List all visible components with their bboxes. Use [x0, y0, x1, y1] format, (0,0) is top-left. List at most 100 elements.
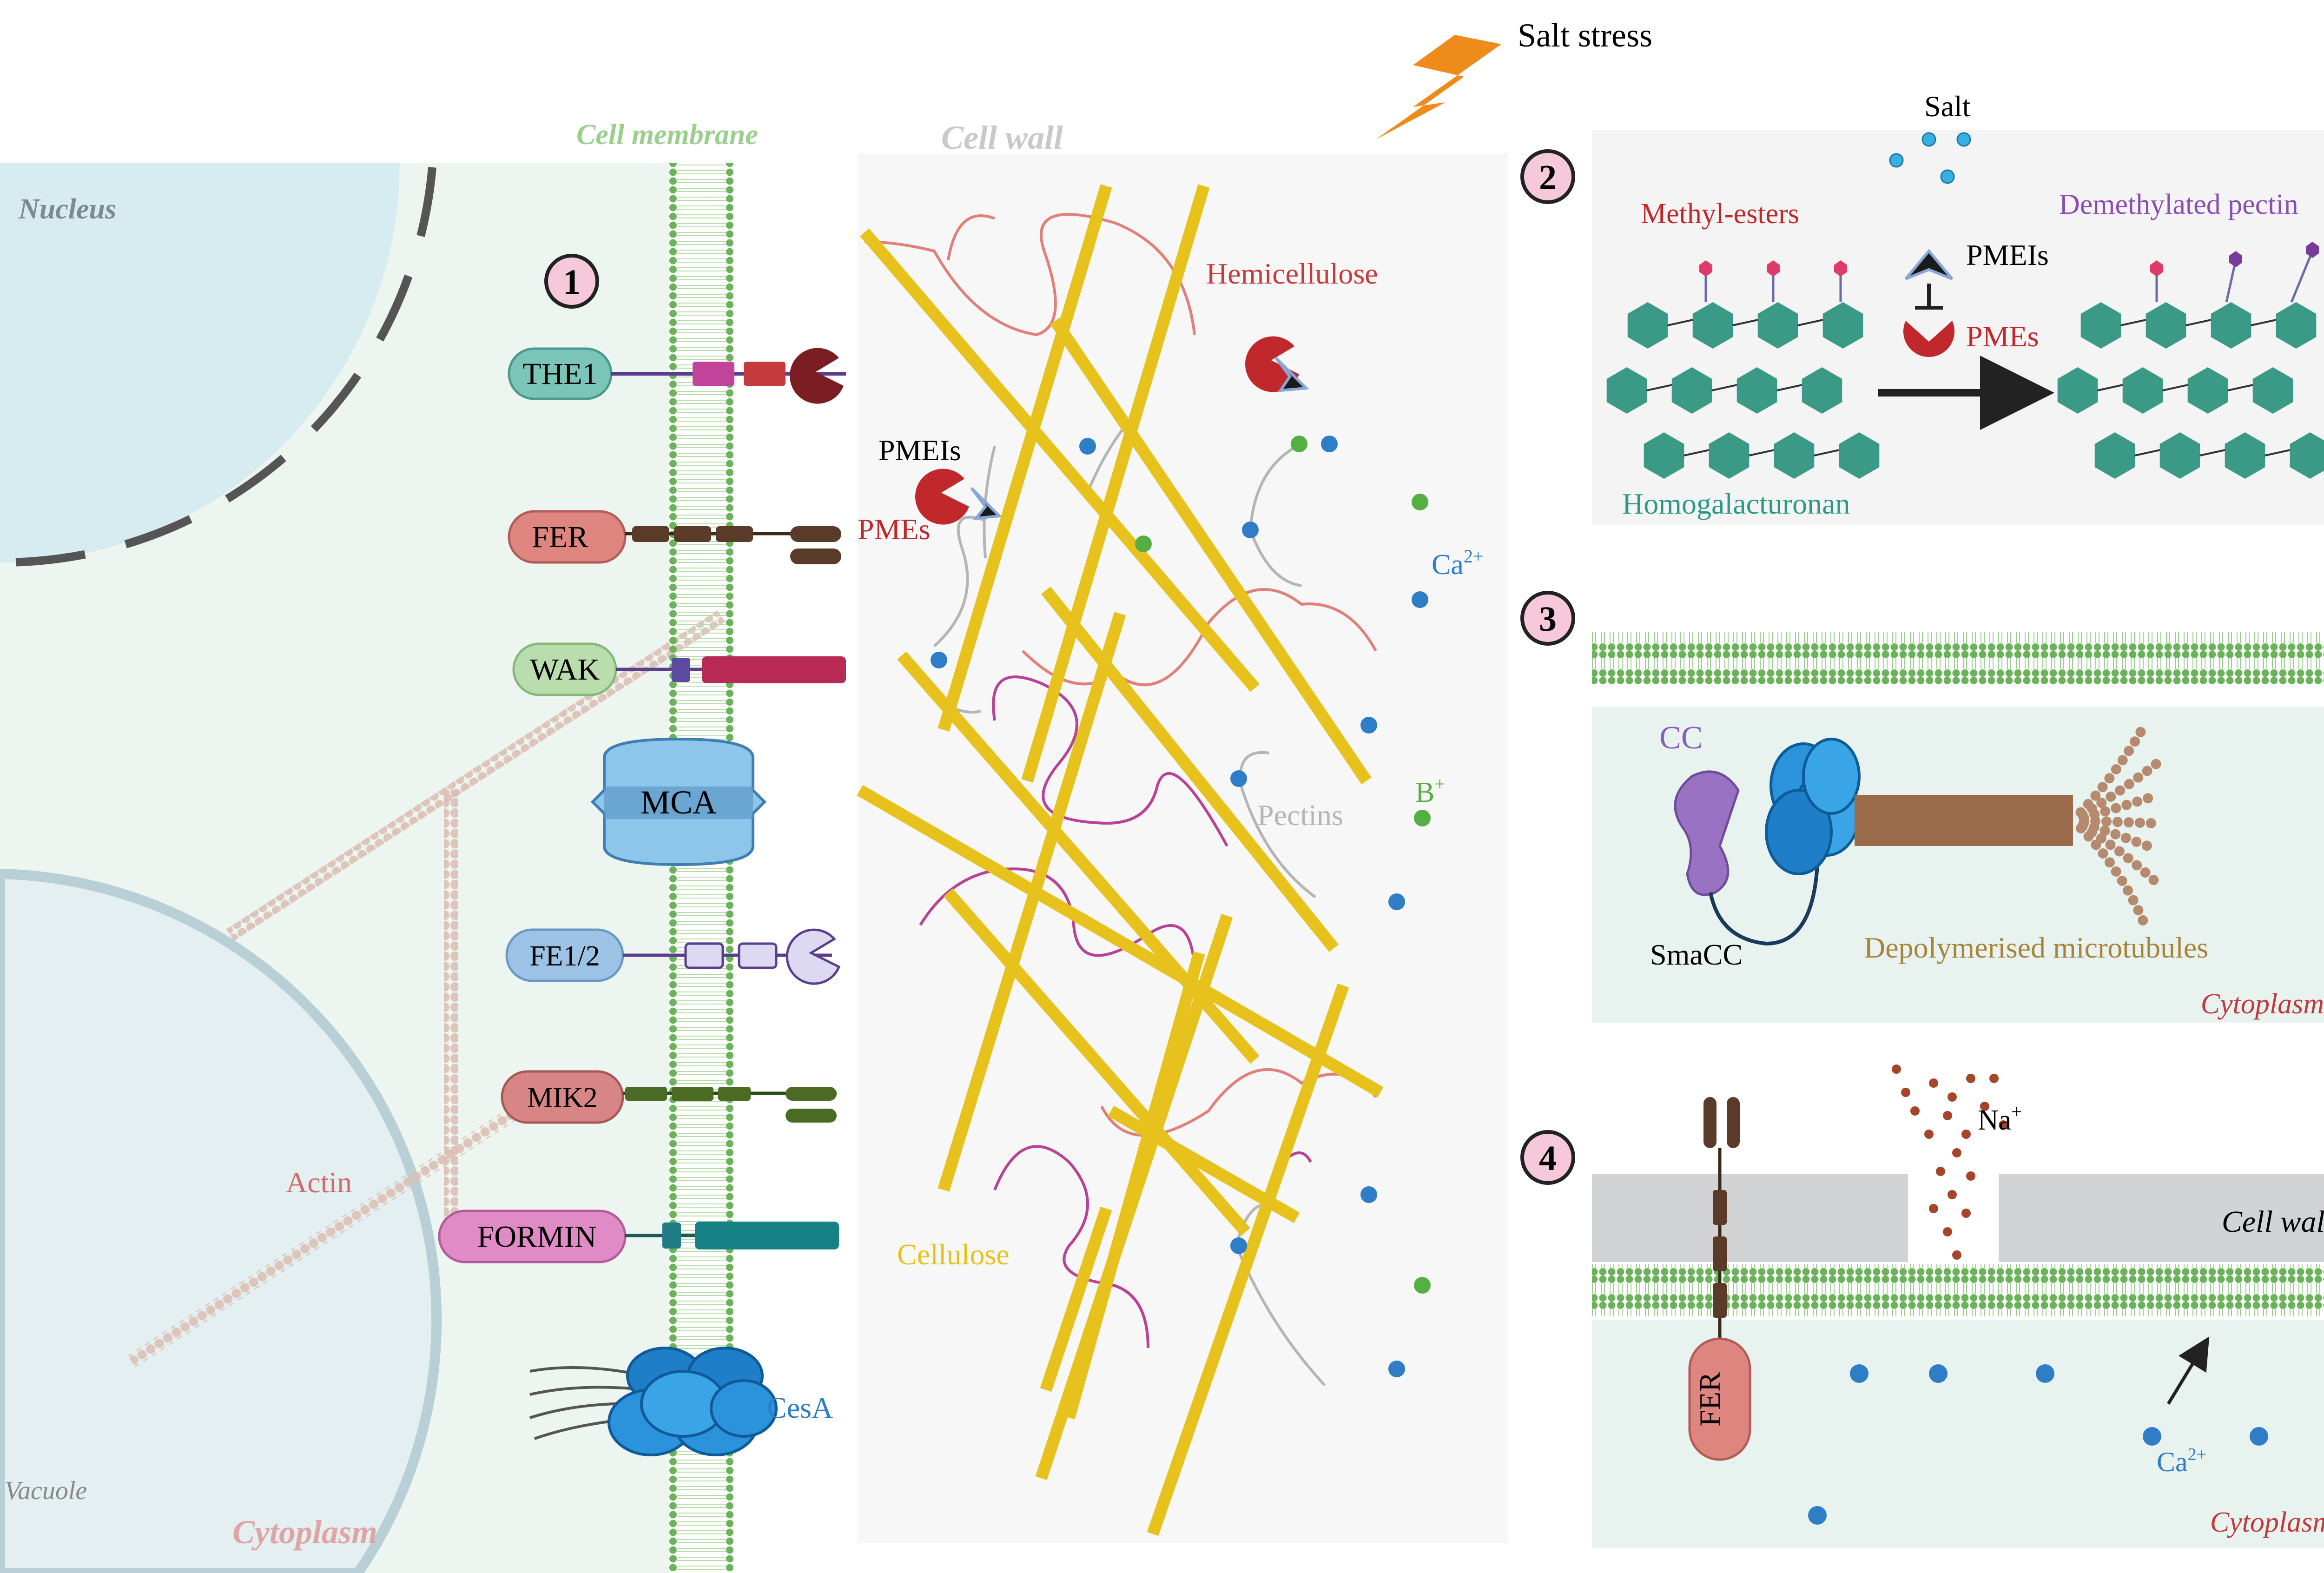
pme-icon — [1903, 321, 1954, 357]
calcium-influx-arrow — [2167, 1336, 2210, 1405]
sodium-ion — [1936, 1167, 1945, 1176]
panel4-ca-label: Ca2+ — [2157, 1445, 2206, 1477]
galacturonic-acid-unit — [1839, 432, 1880, 479]
tubulin-subunit — [2142, 766, 2152, 776]
cytoplasm-label: Cytoplasm — [232, 1514, 377, 1551]
pmei-inhibitor-2 — [1274, 357, 1309, 392]
galacturonic-acid-unit — [2159, 432, 2200, 479]
receptor-the1: THE1 — [508, 347, 846, 404]
na-label: Na+ — [1978, 1101, 2022, 1136]
methyl-ester-group — [1699, 260, 1712, 277]
methyl-ester-group — [2150, 260, 2163, 277]
panel-4-cell-wall-right — [1999, 1174, 2324, 1262]
sodium-ion — [1901, 1088, 1910, 1097]
tubulin-subunit — [2117, 876, 2127, 886]
hemicellulose-label: Hemicellulose — [1206, 257, 1378, 290]
galacturonic-acid-unit — [2146, 302, 2186, 349]
sodium-ion — [1929, 1204, 1938, 1213]
vacuole-label: Vacuole — [5, 1476, 87, 1505]
demethylated-group — [2229, 251, 2242, 267]
panel-3: 3 CC SmaCC Depolymerised microtubules Cy… — [1520, 591, 2324, 1023]
tubulin-subunit — [2091, 839, 2101, 850]
tubulin-subunit — [2117, 755, 2128, 766]
svg-text:FORMIN: FORMIN — [477, 1220, 597, 1254]
receptor-wak: WAK — [512, 642, 846, 696]
cc-complex — [1765, 738, 1861, 875]
calcium-ions — [931, 436, 1428, 1377]
svg-text:THE1: THE1 — [522, 357, 597, 391]
tubulin-subunit — [2123, 853, 2133, 864]
sodium-ion — [1966, 1171, 1975, 1181]
tubulin-subunit — [2101, 816, 2112, 827]
vacuole-shape — [0, 868, 442, 1573]
salt-particles — [1889, 132, 1971, 184]
tubulin-subunit — [2096, 798, 2107, 808]
galacturonic-acid-unit — [2290, 432, 2324, 479]
tubulin-subunit — [2115, 785, 2126, 796]
receptor-fe12: FE1/2 — [505, 928, 841, 985]
tubulin-subunit — [2130, 736, 2140, 747]
cell-membrane-label: Cell membrane — [576, 119, 758, 151]
tubulin-subunit — [2111, 866, 2121, 877]
galacturonic-acid-unit — [2252, 367, 2293, 414]
nucleus-label: Nucleus — [18, 193, 116, 225]
galacturonic-acid-unit — [2057, 367, 2098, 414]
pmeis-label: PMEIs — [878, 434, 961, 467]
sodium-ion — [1892, 1064, 1901, 1074]
sodium-ion — [1999, 1120, 2008, 1130]
sodium-ion — [1943, 1227, 1952, 1236]
b-label: B+ — [1415, 773, 1445, 808]
nucleus-shape — [0, 163, 400, 562]
sodium-ion — [1948, 1190, 1957, 1199]
sodium-ion — [1952, 1148, 1961, 1157]
badge-2 — [1520, 149, 1575, 204]
sodium-ion — [1966, 1074, 1975, 1083]
svg-text:WAK: WAK — [530, 653, 600, 687]
panel-1: Nucleus Vacuole Cytoplasm Actin Cell mem… — [0, 119, 1508, 1573]
galacturonic-acid-unit — [2080, 302, 2121, 349]
tubulin-subunit — [2148, 875, 2159, 886]
badge-3-label: 3 — [1539, 600, 1557, 639]
fer-receptor-vertical — [1688, 1097, 1751, 1461]
smacc-linker — [1709, 864, 1819, 946]
tubulin-subunit — [2076, 823, 2086, 833]
badge-1 — [544, 254, 599, 309]
galacturonic-acid-unit — [1822, 302, 1863, 349]
tubulin-subunit — [2132, 860, 2142, 871]
pme-enzyme-1 — [915, 469, 969, 525]
methyl-ester-group — [1834, 260, 1847, 277]
svg-text:MCA: MCA — [640, 784, 717, 821]
demethylated-group — [2306, 242, 2319, 258]
pmei-inhibitor-1 — [970, 487, 1003, 520]
panel-4-membrane — [1592, 1264, 2324, 1316]
sodium-ion — [1943, 1111, 1952, 1120]
tubulin-subunit — [2112, 817, 2123, 827]
tubulin-subunit — [2110, 829, 2121, 839]
tubulin-subunit — [2111, 803, 2121, 813]
tubulin-subunit — [2090, 790, 2101, 801]
galacturonic-acid-unit — [1802, 367, 1842, 414]
tubulin-subunit — [2133, 772, 2144, 783]
cellulose-microfibrils — [857, 184, 1384, 1536]
badge-4-label: 4 — [1539, 1139, 1557, 1178]
tubulin-subunit — [2140, 867, 2151, 878]
tubulin-subunit — [2083, 831, 2094, 842]
galacturonic-acid-unit — [1644, 432, 1684, 479]
tubulin-subunit — [2105, 839, 2116, 850]
badge-3 — [1520, 591, 1575, 646]
cell-wall-label: Cell wall — [941, 119, 1063, 156]
svg-text:MIK2: MIK2 — [527, 1082, 598, 1114]
tubulin-subunit — [2114, 846, 2125, 857]
galacturonic-acid-unit — [1774, 432, 1815, 479]
homogalacturonan-label: Homogalacturonan — [1622, 487, 1850, 520]
galacturonic-acid-unit — [1709, 432, 1750, 479]
panel4-cell-wall-label: Cell wall — [2222, 1205, 2324, 1239]
galacturonic-acid-unit — [1627, 302, 1668, 349]
galacturonic-acid-unit — [2225, 432, 2265, 479]
pmes-label: PMEs — [858, 513, 931, 546]
tubulin-subunit — [2104, 773, 2115, 784]
tubulin-subunit — [2135, 727, 2146, 737]
demethylated-pectin-label: Demethylated pectin — [2059, 189, 2298, 220]
sodium-ion — [1952, 1250, 1961, 1260]
galacturonic-acid-unit — [2211, 302, 2251, 349]
